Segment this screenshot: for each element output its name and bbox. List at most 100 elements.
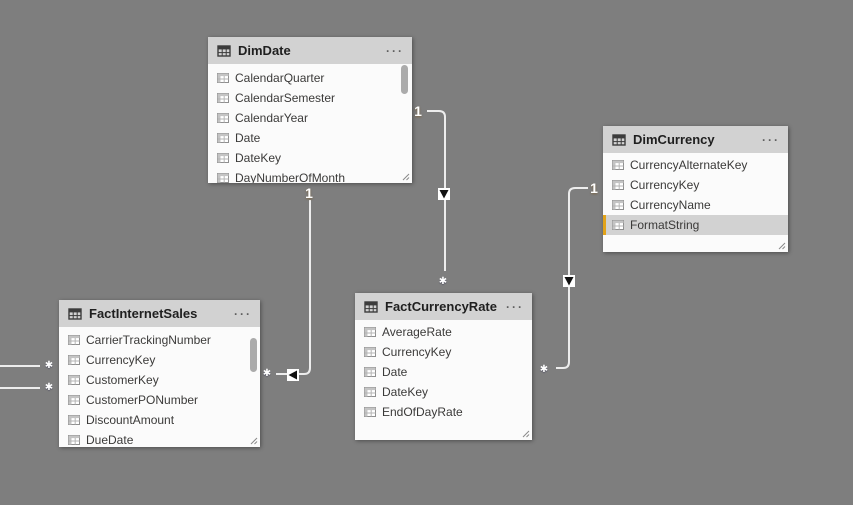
table-header[interactable]: DimDate ··· <box>208 37 412 64</box>
field-row-calendarsemester[interactable]: CalendarSemester <box>208 88 412 108</box>
field-row-averagerate[interactable]: AverageRate <box>355 322 532 342</box>
field-name: CalendarSemester <box>235 91 336 105</box>
field-name: Date <box>382 365 408 379</box>
table-card-factcurrencyrate[interactable]: FactCurrencyRate ··· AverageRate Currenc… <box>355 293 532 440</box>
cardinality-many-label: ✱ <box>438 276 448 287</box>
cardinality-many-label: ✱ <box>262 368 272 379</box>
field-row-customerkey[interactable]: CustomerKey <box>59 370 260 390</box>
field-name: CurrencyKey <box>630 178 700 192</box>
cardinality-one-label: 1 <box>414 103 422 119</box>
field-row-carriertrackingnumber[interactable]: CarrierTrackingNumber <box>59 330 260 350</box>
field-icon <box>68 375 80 385</box>
field-icon <box>612 180 624 190</box>
cardinality-many-label: ✱ <box>539 364 549 375</box>
field-icon <box>68 355 80 365</box>
field-name: DateKey <box>235 151 282 165</box>
resize-handle-icon[interactable] <box>401 172 410 181</box>
field-icon <box>217 73 229 83</box>
field-name: CurrencyKey <box>86 353 156 367</box>
field-icon <box>68 335 80 345</box>
filter-direction-arrow-down-icon[interactable] <box>563 275 575 287</box>
table-card-dimcurrency[interactable]: DimCurrency ··· CurrencyAlternateKey Cur… <box>603 126 788 252</box>
table-card-factinternetsales[interactable]: FactInternetSales ··· CarrierTrackingNum… <box>59 300 260 447</box>
field-name: AverageRate <box>382 325 452 339</box>
table-card-dimdate[interactable]: DimDate ··· CalendarQuarter CalendarSeme… <box>208 37 412 183</box>
field-row-currencykey[interactable]: CurrencyKey <box>355 342 532 362</box>
field-name: CalendarYear <box>235 111 308 125</box>
field-icon <box>217 153 229 163</box>
more-options-icon[interactable]: ··· <box>506 299 524 314</box>
filter-direction-arrow-left-icon[interactable] <box>287 369 299 381</box>
field-icon <box>364 327 376 337</box>
table-title: DimDate <box>238 43 291 58</box>
field-name: FormatString <box>630 218 700 232</box>
table-icon <box>68 307 82 320</box>
relationship-line-dimdate-factinternetsales[interactable] <box>276 200 311 375</box>
field-icon <box>68 395 80 405</box>
field-icon <box>364 407 376 417</box>
field-list: CurrencyAlternateKey CurrencyKey Currenc… <box>603 153 788 235</box>
table-icon <box>364 300 378 313</box>
table-icon <box>612 133 626 146</box>
field-list: CarrierTrackingNumber CurrencyKey Custom… <box>59 327 260 447</box>
filter-direction-arrow-down-icon[interactable] <box>438 188 450 200</box>
field-name: CustomerPONumber <box>86 393 199 407</box>
field-row-daynumberofmonth[interactable]: DayNumberOfMonth <box>208 168 412 183</box>
table-header[interactable]: DimCurrency ··· <box>603 126 788 153</box>
scrollbar-thumb[interactable] <box>250 338 257 372</box>
relationship-line-dimdate-factcurrencyrate[interactable] <box>427 110 446 271</box>
table-header[interactable]: FactInternetSales ··· <box>59 300 260 327</box>
more-options-icon[interactable]: ··· <box>386 43 404 58</box>
field-list: CalendarQuarter CalendarSemester Calenda… <box>208 64 412 183</box>
field-row-formatstring-selected[interactable]: FormatString <box>603 215 788 235</box>
table-title: FactCurrencyRate <box>385 299 497 314</box>
field-row-customerponumber[interactable]: CustomerPONumber <box>59 390 260 410</box>
field-icon <box>217 173 229 183</box>
field-row-calendaryear[interactable]: CalendarYear <box>208 108 412 128</box>
field-icon <box>217 93 229 103</box>
field-icon <box>612 200 624 210</box>
field-row-currencyalternatekey[interactable]: CurrencyAlternateKey <box>603 155 788 175</box>
field-row-date[interactable]: Date <box>355 362 532 382</box>
field-row-discountamount[interactable]: DiscountAmount <box>59 410 260 430</box>
scrollbar-thumb[interactable] <box>401 65 408 94</box>
field-icon <box>68 415 80 425</box>
field-name: CalendarQuarter <box>235 71 325 85</box>
field-icon <box>612 220 624 230</box>
field-row-currencykey[interactable]: CurrencyKey <box>603 175 788 195</box>
field-row-date[interactable]: Date <box>208 128 412 148</box>
resize-handle-icon[interactable] <box>521 429 530 438</box>
field-name: CustomerKey <box>86 373 159 387</box>
field-icon <box>217 133 229 143</box>
table-icon <box>217 44 231 57</box>
field-name: DueDate <box>86 433 134 447</box>
field-row-calendarquarter[interactable]: CalendarQuarter <box>208 68 412 88</box>
table-title: FactInternetSales <box>89 306 198 321</box>
field-icon <box>68 435 80 445</box>
field-row-currencyname[interactable]: CurrencyName <box>603 195 788 215</box>
field-name: CarrierTrackingNumber <box>86 333 211 347</box>
field-name: Date <box>235 131 261 145</box>
resize-handle-icon[interactable] <box>777 241 786 250</box>
resize-handle-icon[interactable] <box>249 436 258 445</box>
cardinality-one-label: 1 <box>305 185 313 201</box>
more-options-icon[interactable]: ··· <box>234 306 252 321</box>
field-row-endofdayrate[interactable]: EndOfDayRate <box>355 402 532 422</box>
cardinality-many-label: ✱ <box>44 360 54 371</box>
field-icon <box>217 113 229 123</box>
field-name: CurrencyAlternateKey <box>630 158 748 172</box>
more-options-icon[interactable]: ··· <box>762 132 780 147</box>
field-row-datekey[interactable]: DateKey <box>208 148 412 168</box>
field-name: DateKey <box>382 385 429 399</box>
field-icon <box>612 160 624 170</box>
field-row-datekey[interactable]: DateKey <box>355 382 532 402</box>
table-header[interactable]: FactCurrencyRate ··· <box>355 293 532 320</box>
field-name: EndOfDayRate <box>382 405 463 419</box>
field-name: CurrencyName <box>630 198 711 212</box>
field-row-duedate[interactable]: DueDate <box>59 430 260 447</box>
field-row-currencykey[interactable]: CurrencyKey <box>59 350 260 370</box>
cardinality-one-label: 1 <box>590 180 598 196</box>
field-icon <box>364 347 376 357</box>
